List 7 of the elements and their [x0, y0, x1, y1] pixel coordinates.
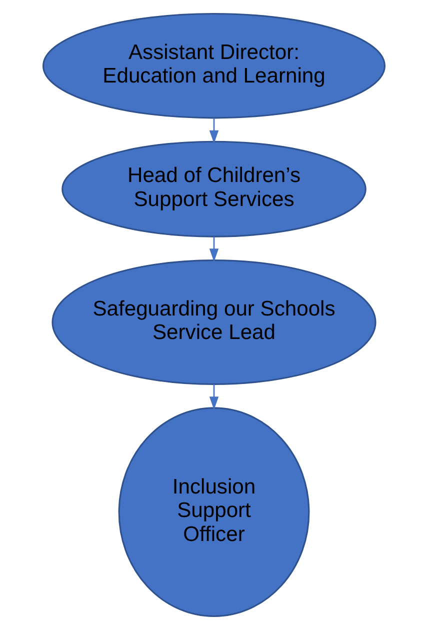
node-ellipse: Safeguarding our Schools Service Lead [51, 260, 376, 385]
arrow [208, 118, 218, 144]
node-circle: Inclusion Support Officer [118, 407, 310, 618]
node-ellipse: Assistant Director: Education and Learning [42, 12, 386, 119]
arrow [208, 384, 218, 410]
node-ellipse: Head of Children’s Support Services [61, 140, 366, 238]
arrow [208, 236, 218, 262]
